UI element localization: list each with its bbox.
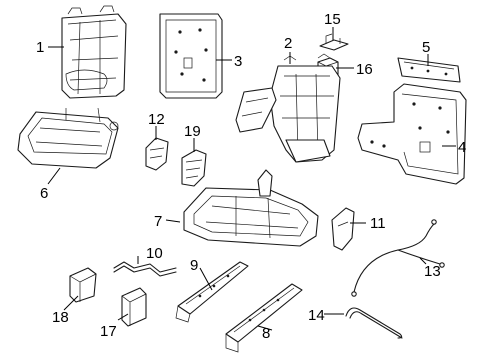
callout-14: 14 (308, 307, 325, 324)
part-14-strap (345, 307, 403, 339)
part-4-seat-back-panel (357, 83, 467, 185)
leader-9 (199, 267, 213, 291)
part-19-side-trim (181, 149, 207, 187)
part-13-cable (351, 219, 445, 297)
part-10-rod (113, 261, 177, 277)
callout-16: 16 (356, 61, 373, 78)
callout-11: 11 (370, 215, 386, 232)
callout-2: 2 (284, 35, 292, 52)
part-2-seat-back-frame (235, 53, 341, 163)
part-7-seat-cushion-frame (183, 169, 319, 247)
part-5-strip-panel (397, 57, 461, 83)
part-6-seat-cushion-frame (17, 107, 119, 169)
part-15-clip (319, 33, 349, 51)
callout-17: 17 (100, 323, 117, 340)
callout-13: 13 (424, 263, 441, 280)
part-18-bracket (69, 267, 97, 303)
part-11-side-cover (331, 207, 355, 251)
leader-7 (165, 219, 181, 223)
part-8-seat-track (225, 283, 303, 353)
part-1-seat-back-frame (61, 5, 127, 99)
callout-3: 3 (234, 53, 242, 70)
callout-12: 12 (148, 111, 165, 128)
leader-8 (257, 325, 273, 331)
callout-labels: 1 2 3 4 5 6 7 8 9 10 11 12 13 14 15 16 1… (36, 11, 466, 342)
leader-lines (47, 27, 456, 331)
callout-8: 8 (262, 325, 270, 342)
callout-7: 7 (154, 213, 162, 230)
callout-1: 1 (36, 39, 44, 56)
part-17-bracket (121, 287, 147, 327)
leader-17 (117, 313, 129, 321)
part-12-side-trim (145, 137, 169, 171)
leader-18 (63, 295, 79, 311)
callout-10: 10 (146, 245, 163, 262)
callout-9: 9 (190, 257, 198, 274)
callout-6: 6 (40, 185, 48, 202)
callout-19: 19 (184, 123, 201, 140)
leader-6 (47, 167, 61, 185)
callout-5: 5 (422, 39, 430, 56)
callout-15: 15 (324, 11, 341, 28)
part-3-seat-back-panel (159, 13, 223, 99)
part-9-seat-track (175, 261, 249, 323)
callout-4: 4 (458, 139, 466, 156)
leader-13 (419, 257, 427, 265)
callout-18: 18 (52, 309, 69, 326)
